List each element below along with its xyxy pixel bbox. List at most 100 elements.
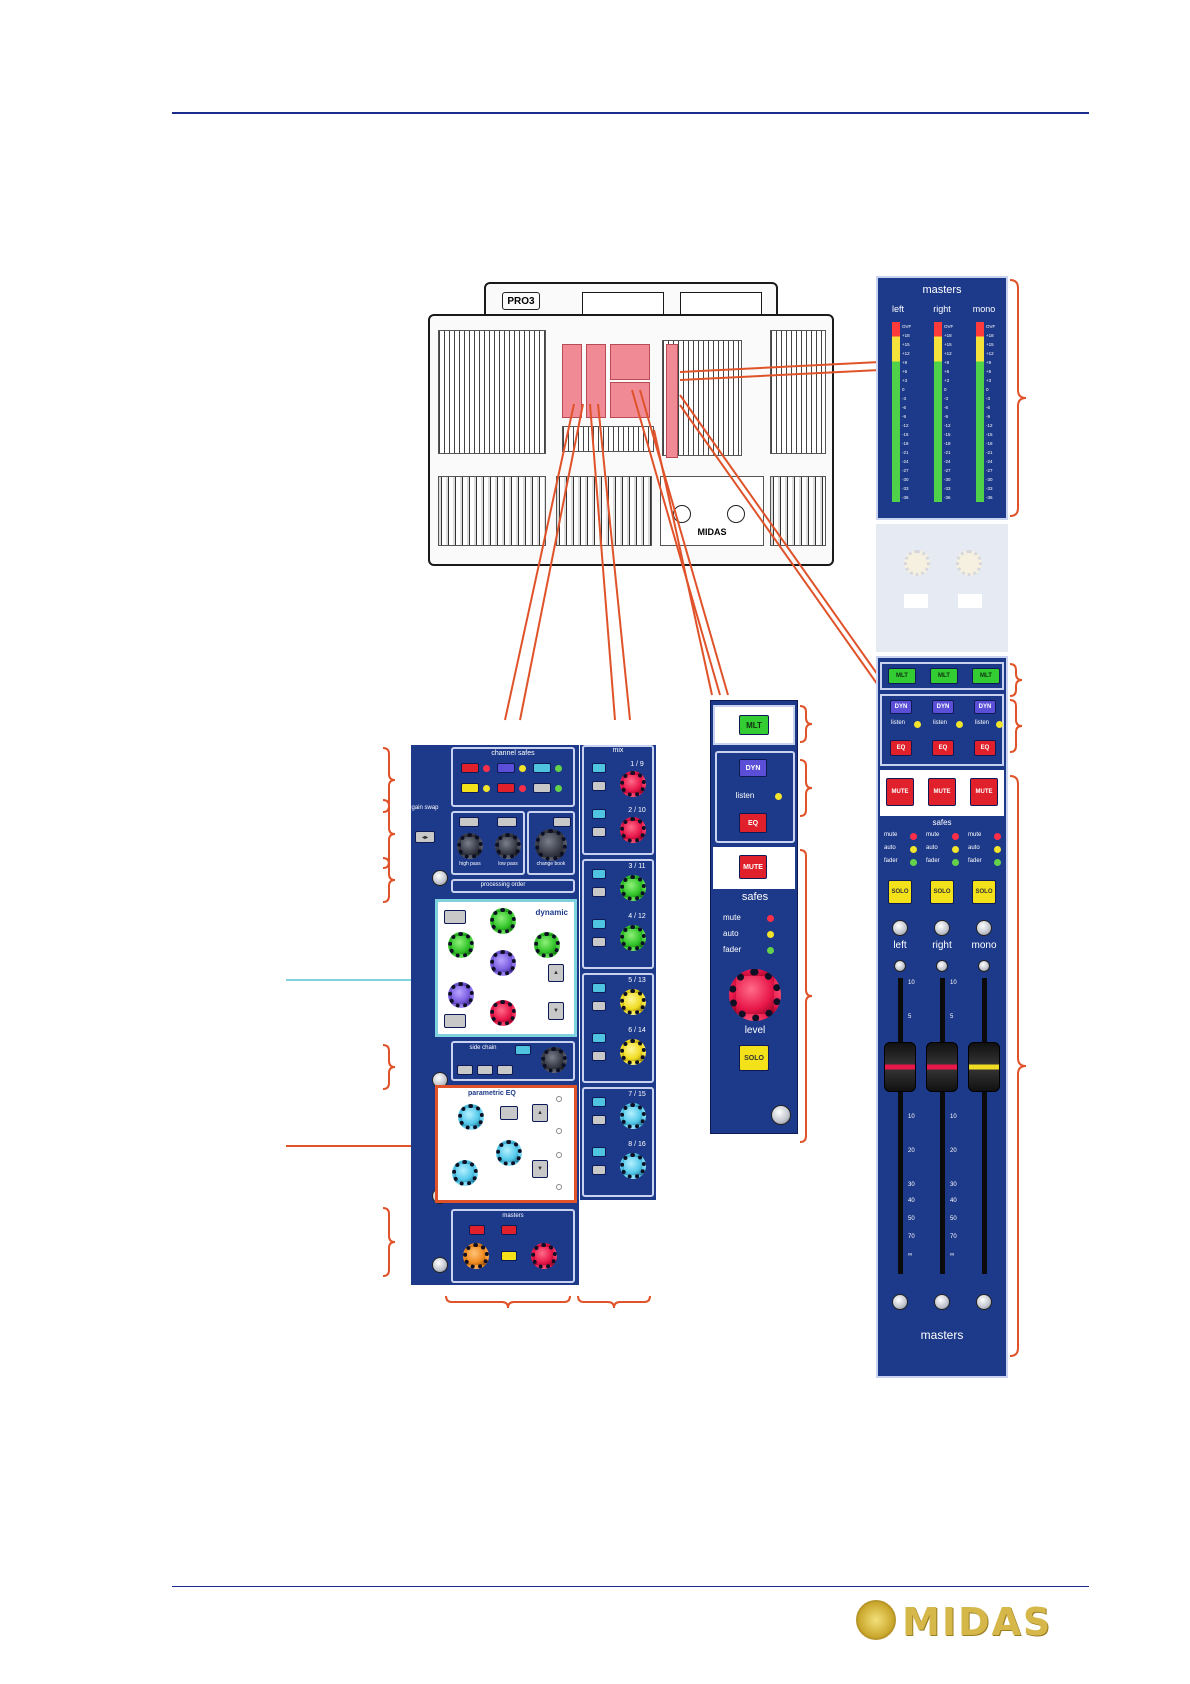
dynamics-key-button[interactable]: [444, 1014, 466, 1028]
low-pass-in-button[interactable]: [497, 817, 517, 827]
eq-band-up-button[interactable]: ▲: [532, 1104, 548, 1122]
mix-on-button[interactable]: [592, 763, 606, 773]
pan-knob[interactable]: [531, 1243, 557, 1269]
safe-auto-label: auto: [884, 845, 896, 851]
eq-width-knob[interactable]: [452, 1160, 478, 1186]
mix-pre-button[interactable]: [592, 1051, 606, 1061]
fader-top-right-button[interactable]: [936, 960, 948, 972]
dynamics-up-button[interactable]: ▲: [548, 964, 564, 982]
eq-in-button[interactable]: [500, 1106, 518, 1120]
mix-on-button[interactable]: [592, 809, 606, 819]
solo-right-button[interactable]: SOLO: [930, 880, 954, 904]
select-button[interactable]: [771, 1105, 791, 1125]
channel-mute-button[interactable]: [469, 1225, 485, 1235]
side-chain-knob[interactable]: [541, 1047, 567, 1073]
select-button-4[interactable]: [432, 1257, 448, 1273]
mix-pre-button[interactable]: [592, 1115, 606, 1125]
solo-left-button[interactable]: SOLO: [888, 880, 912, 904]
mix-on-button[interactable]: [592, 1097, 606, 1107]
change-book-knob[interactable]: [535, 829, 567, 861]
dyn-button[interactable]: DYN: [739, 759, 767, 777]
mix-level-knob[interactable]: [620, 875, 646, 901]
high-pass-knob[interactable]: [457, 833, 483, 859]
select-button-1[interactable]: [432, 870, 448, 886]
solo-button[interactable]: SOLO: [739, 1045, 769, 1071]
fader-bottom-left-button[interactable]: [892, 1294, 908, 1310]
gain-swap-button[interactable]: ◂▸: [415, 831, 435, 843]
mix-on-button[interactable]: [592, 983, 606, 993]
mix-pre-button[interactable]: [592, 937, 606, 947]
dyn-right-button[interactable]: DYN: [932, 700, 954, 714]
level-knob[interactable]: [729, 969, 781, 1021]
side-chain-button-2[interactable]: [477, 1065, 493, 1075]
dyn-left-button[interactable]: DYN: [890, 700, 912, 714]
mix-on-button[interactable]: [592, 869, 606, 879]
hold-knob[interactable]: [534, 932, 560, 958]
mix-level-knob[interactable]: [620, 1153, 646, 1179]
side-chain-button-1[interactable]: [457, 1065, 473, 1075]
fader-cap-mono[interactable]: [968, 1042, 1000, 1092]
mix-on-button[interactable]: [592, 1147, 606, 1157]
mix-pre-button[interactable]: [592, 1165, 606, 1175]
channel-level-knob[interactable]: [463, 1243, 489, 1269]
mix-level-knob[interactable]: [620, 817, 646, 843]
mix-level-knob[interactable]: [620, 771, 646, 797]
eq-left-button[interactable]: EQ: [890, 740, 912, 756]
mix-level-knob[interactable]: [620, 1103, 646, 1129]
low-pass-knob[interactable]: [495, 833, 521, 859]
fader-bottom-mono-button[interactable]: [976, 1294, 992, 1310]
mlt-left-button[interactable]: MLT: [888, 668, 916, 684]
eq-mono-button[interactable]: EQ: [974, 740, 996, 756]
safe-button-6[interactable]: [533, 783, 551, 793]
safe-button-4[interactable]: [461, 783, 479, 793]
high-pass-in-button[interactable]: [459, 817, 479, 827]
mute-right-button[interactable]: MUTE: [928, 778, 956, 806]
select-left-button[interactable]: [892, 920, 908, 936]
eq-band-down-button[interactable]: ▼: [532, 1160, 548, 1178]
mute-button[interactable]: MUTE: [739, 855, 767, 879]
fader-top-mono-button[interactable]: [978, 960, 990, 972]
dynamics-in-button[interactable]: [444, 910, 466, 924]
eq-button[interactable]: EQ: [739, 813, 767, 833]
channel-eq-button[interactable]: [501, 1225, 517, 1235]
fader-cap-left[interactable]: [884, 1042, 916, 1092]
release-knob[interactable]: [490, 908, 516, 934]
make-up-knob[interactable]: [490, 1000, 516, 1026]
fader-top-left-button[interactable]: [894, 960, 906, 972]
eq-right-button[interactable]: EQ: [932, 740, 954, 756]
attack-knob[interactable]: [448, 932, 474, 958]
dynamics-down-button[interactable]: ▼: [548, 1002, 564, 1020]
mix-on-button[interactable]: [592, 1033, 606, 1043]
mix-pre-button[interactable]: [592, 827, 606, 837]
safe-button-1[interactable]: [461, 763, 479, 773]
channel-solo-button[interactable]: [501, 1251, 517, 1261]
eq-gain-knob[interactable]: [496, 1140, 522, 1166]
mix-pre-button[interactable]: [592, 887, 606, 897]
change-book-button[interactable]: [553, 817, 571, 827]
mix-level-knob[interactable]: [620, 1039, 646, 1065]
mlt-right-button[interactable]: MLT: [930, 668, 958, 684]
mix-level-knob[interactable]: [620, 989, 646, 1015]
mlt-mono-button[interactable]: MLT: [972, 668, 1000, 684]
mlt-button[interactable]: MLT: [739, 715, 769, 735]
mix-pre-button[interactable]: [592, 1001, 606, 1011]
select-mono-button[interactable]: [976, 920, 992, 936]
side-chain-listen-button[interactable]: [515, 1045, 531, 1055]
mute-left-button[interactable]: MUTE: [886, 778, 914, 806]
safe-button-5[interactable]: [497, 783, 515, 793]
mix-on-button[interactable]: [592, 919, 606, 929]
ratio-knob[interactable]: [448, 982, 474, 1008]
solo-mono-button[interactable]: SOLO: [972, 880, 996, 904]
side-chain-button-3[interactable]: [497, 1065, 513, 1075]
threshold-knob[interactable]: [490, 950, 516, 976]
mute-mono-button[interactable]: MUTE: [970, 778, 998, 806]
safe-button-3[interactable]: [533, 763, 551, 773]
eq-freq-knob[interactable]: [458, 1104, 484, 1130]
mix-pre-button[interactable]: [592, 781, 606, 791]
safe-button-2[interactable]: [497, 763, 515, 773]
fader-bottom-right-button[interactable]: [934, 1294, 950, 1310]
select-right-button[interactable]: [934, 920, 950, 936]
mix-level-knob[interactable]: [620, 925, 646, 951]
dyn-mono-button[interactable]: DYN: [974, 700, 996, 714]
fader-cap-right[interactable]: [926, 1042, 958, 1092]
